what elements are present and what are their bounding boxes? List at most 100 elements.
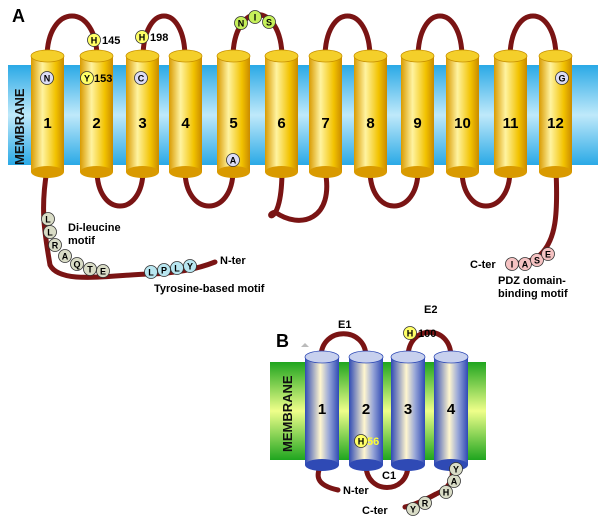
pdz-motif: I A S E: [505, 247, 555, 271]
helix-a-12-number: 12: [547, 115, 564, 132]
svg-text:T: T: [87, 265, 93, 275]
pdz-label-line2: binding motif: [498, 288, 568, 300]
svg-text:P: P: [161, 266, 167, 276]
n-ter-label-b: N-ter: [343, 485, 369, 497]
panel-a-label: A: [12, 6, 25, 26]
loop-i4: [367, 167, 421, 209]
svg-text:Q: Q: [73, 260, 80, 270]
e1-label: E1: [338, 319, 351, 331]
helix-a-6-number: 6: [277, 115, 285, 132]
membrane-a-label: MEMBRANE: [12, 88, 27, 165]
residue-n-top: N: [40, 71, 54, 85]
e2-label: E2: [424, 304, 437, 316]
loop-e4: [322, 13, 373, 61]
helix-a-10-number: 10: [454, 115, 471, 132]
helix-b-3-number: 3: [404, 401, 412, 418]
svg-text:A: A: [451, 477, 458, 487]
c-ter-label-a: C-ter: [470, 259, 496, 271]
residue-a-bottom: A: [226, 153, 240, 167]
c-terminal-residues-b: Y R H A Y: [406, 462, 463, 516]
helix-a-2-number: 2: [92, 115, 100, 132]
helix-a-10: 10: [445, 49, 480, 178]
helix-a-4-number: 4: [181, 115, 190, 132]
helix-a-9-number: 9: [413, 115, 421, 132]
loop-b-e1: [318, 331, 369, 360]
loop-i5: [459, 167, 513, 209]
helix-a-11-number: 11: [503, 115, 519, 132]
residue-h100-number: 100: [418, 328, 436, 340]
dileucine-motif: L L R A Q T E: [41, 212, 110, 278]
helix-a-11: 11: [493, 49, 528, 178]
c-ter-label-b: C-ter: [362, 505, 388, 517]
helix-b-4-number: 4: [447, 401, 456, 418]
svg-text:A: A: [230, 156, 237, 166]
helix-b-1: 1: [304, 350, 340, 471]
residue-h145: H 145: [87, 33, 120, 47]
helix-a-3: 3: [125, 49, 160, 178]
svg-text:L: L: [45, 215, 51, 225]
helix-a-5-number: 5: [229, 115, 237, 132]
svg-text:S: S: [266, 18, 272, 28]
svg-text:L: L: [47, 228, 53, 238]
residue-g-top: G: [555, 71, 569, 85]
residue-h198-number: 198: [150, 32, 168, 44]
residue-c-top: C: [134, 71, 148, 85]
svg-text:H: H: [407, 329, 414, 339]
svg-text:H: H: [443, 488, 450, 498]
svg-text:N: N: [238, 19, 245, 29]
helix-a-1-number: 1: [43, 115, 51, 132]
helix-a-8-number: 8: [366, 115, 374, 132]
svg-text:A: A: [62, 252, 69, 262]
pdz-label-line1: PDZ domain-: [498, 275, 566, 287]
residue-h198: H 198: [135, 30, 168, 44]
loop-b-e2: [405, 329, 454, 360]
svg-text:L: L: [174, 264, 180, 274]
svg-text:I: I: [511, 260, 514, 270]
helix-a-4: 4: [168, 49, 203, 178]
svg-text:Y: Y: [453, 465, 459, 475]
loop-e5: [415, 13, 465, 61]
loop-e6: [507, 13, 559, 61]
helix-a-8: 8: [353, 49, 388, 178]
dileucine-label-line2: motif: [68, 235, 95, 247]
helix-b-1-number: 1: [318, 401, 326, 418]
helices-b: 1 2 3 4: [304, 350, 469, 471]
c1-label: C1: [382, 470, 396, 482]
helix-a-3-number: 3: [138, 115, 146, 132]
loop-i2: [182, 167, 236, 209]
svg-text:Y: Y: [84, 74, 90, 84]
svg-text:H: H: [91, 36, 98, 46]
helix-a-9: 9: [400, 49, 435, 178]
svg-text:N: N: [44, 74, 51, 84]
residue-y153: Y 153: [80, 71, 112, 85]
helix-a-12: 12: [538, 49, 573, 178]
svg-text:A: A: [522, 260, 529, 270]
helix-b-2-number: 2: [362, 401, 370, 418]
svg-text:I: I: [254, 13, 257, 23]
helix-a-1: 1: [30, 49, 65, 178]
svg-text:Y: Y: [187, 262, 193, 272]
svg-text:Y: Y: [410, 505, 416, 515]
residue-h145-number: 145: [102, 35, 120, 47]
residue-h56: H 56: [354, 434, 379, 448]
residue-h100: H 100: [403, 326, 436, 340]
helices-a: 1 2 3 4 5 6: [30, 49, 573, 178]
helix-b-3: 3: [390, 350, 426, 471]
membrane-b-label: MEMBRANE: [280, 375, 295, 452]
svg-text:S: S: [534, 256, 540, 266]
svg-text:G: G: [558, 74, 565, 84]
tyrosine-motif-label: Tyrosine-based motif: [154, 283, 265, 295]
svg-text:E: E: [545, 250, 551, 260]
loop-i3: [268, 167, 330, 223]
residue-y153-number: 153: [94, 73, 112, 85]
svg-text:R: R: [52, 241, 59, 251]
residues-a: H 145 H 198 N I S N Y 153 C: [40, 10, 569, 167]
svg-text:E: E: [100, 267, 106, 277]
helix-b-4: 4: [433, 350, 469, 471]
helix-a-7-number: 7: [321, 115, 329, 132]
residue-nis: N I S: [234, 10, 276, 30]
helix-b-2: 2: [348, 350, 384, 471]
loop-i1: [94, 167, 146, 209]
svg-text:L: L: [148, 268, 154, 278]
